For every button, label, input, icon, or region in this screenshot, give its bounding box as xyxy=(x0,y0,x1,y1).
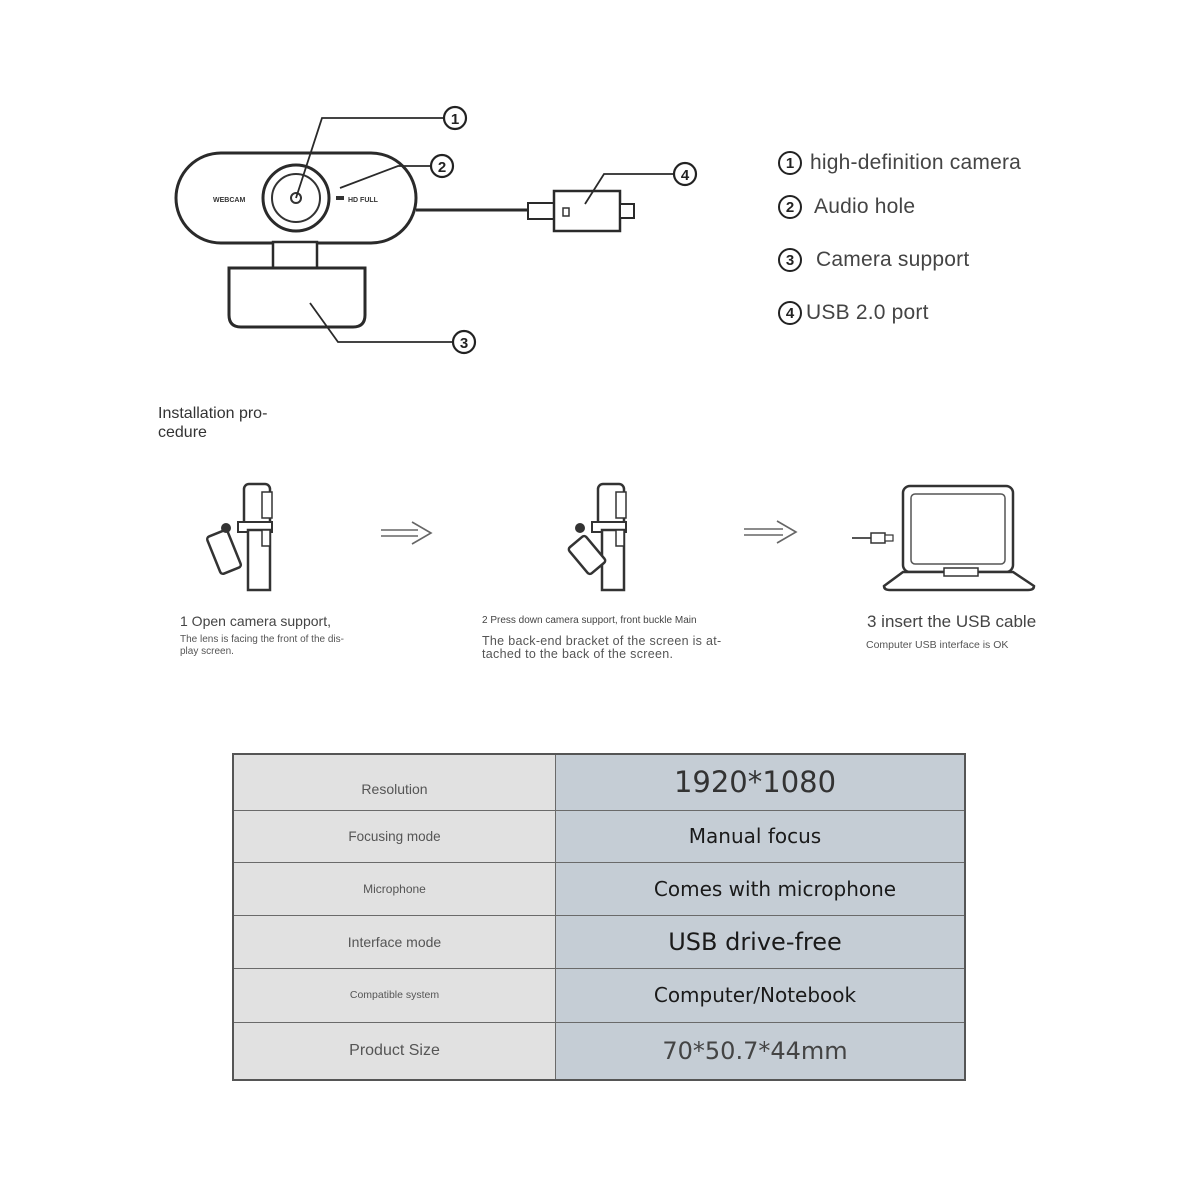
svg-text:3: 3 xyxy=(460,335,468,352)
spec-value: Comes with microphone xyxy=(555,861,966,916)
table-row: Microphone Comes with microphone xyxy=(232,861,966,916)
part-marker: 4 xyxy=(778,301,802,325)
spec-value: Manual focus xyxy=(555,809,966,863)
part-item: 2 Audio hole xyxy=(778,195,915,219)
step-2-desc: The back-end bracket of the screen is at… xyxy=(482,634,722,661)
arrow-right-icon xyxy=(744,520,798,544)
part-label: Camera support xyxy=(816,248,970,271)
installation-heading: Installation pro- cedure xyxy=(158,405,268,441)
webcam-diagram: WEBCAM HD FULL 1 2 3 4 xyxy=(174,105,698,355)
table-row: Resolution 1920*1080 xyxy=(232,753,966,811)
part-marker: 1 xyxy=(778,151,802,175)
spec-table: Resolution 1920*1080 Focusing mode Manua… xyxy=(232,753,966,1081)
spec-key: Compatible system xyxy=(232,967,556,1023)
marker-3: 3 xyxy=(451,329,477,355)
part-item: 1 high-definition camera xyxy=(778,151,1021,175)
spec-key: Product Size xyxy=(232,1021,556,1081)
marker-4: 4 xyxy=(672,161,698,187)
spec-key: Interface mode xyxy=(232,914,556,969)
part-marker: 3 xyxy=(778,248,802,272)
table-row: Compatible system Computer/Notebook xyxy=(232,967,966,1023)
hd-print: HD FULL xyxy=(348,197,379,204)
marker-2: 2 xyxy=(429,153,455,179)
spec-value: 70*50.7*44mm xyxy=(555,1021,966,1081)
part-item: 3 Camera support xyxy=(778,248,969,272)
svg-text:2: 2 xyxy=(438,159,446,176)
spec-key: Resolution xyxy=(232,753,556,811)
installation-illustrations xyxy=(205,482,1036,592)
table-row: Focusing mode Manual focus xyxy=(232,809,966,863)
arrow-right-icon xyxy=(381,521,433,545)
step-1-desc: The lens is facing the front of the dis-… xyxy=(180,634,344,657)
spec-key: Focusing mode xyxy=(232,809,556,863)
step3-laptop-illustration xyxy=(852,484,1036,592)
step1-illustration xyxy=(205,482,273,592)
table-row: Interface mode USB drive-free xyxy=(232,914,966,969)
camera-neck xyxy=(271,240,319,270)
part-label: Audio hole xyxy=(814,195,916,218)
table-row: Product Size 70*50.7*44mm xyxy=(232,1021,966,1081)
step-3-desc: Computer USB interface is OK xyxy=(866,639,1009,651)
webcam-print: WEBCAM xyxy=(213,197,245,204)
part-item: 4 USB 2.0 port xyxy=(778,301,929,325)
step-3-title: 3 insert the USB cable xyxy=(867,612,1037,631)
part-label: USB 2.0 port xyxy=(806,301,929,324)
svg-text:4: 4 xyxy=(681,167,690,184)
step-2-title: 2 Press down camera support, front buckl… xyxy=(482,615,697,626)
svg-text:1: 1 xyxy=(451,111,459,128)
part-marker: 2 xyxy=(778,195,802,219)
step-1-title: 1 Open camera support, xyxy=(180,613,331,629)
camera-support-base xyxy=(227,266,367,329)
part-label: high-definition camera xyxy=(810,151,1022,174)
spec-value: USB drive-free xyxy=(555,914,966,969)
step2-illustration xyxy=(567,482,627,592)
spec-value: 1920*1080 xyxy=(555,753,966,811)
marker-1: 1 xyxy=(442,105,468,131)
spec-key: Microphone xyxy=(232,861,556,916)
spec-value: Computer/Notebook xyxy=(555,967,966,1023)
